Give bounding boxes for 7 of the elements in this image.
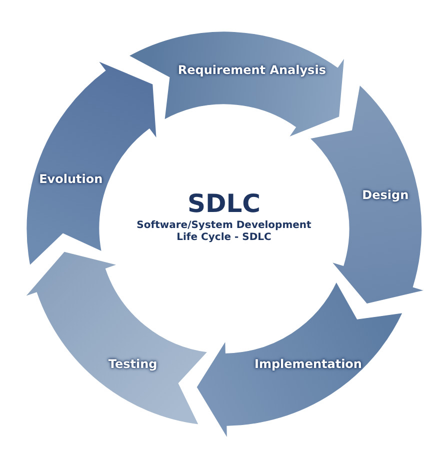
phase-label: Design: [362, 188, 409, 202]
center-label: SDLC: [186, 190, 262, 218]
phase-label: Testing: [108, 356, 158, 372]
phase-label: Requirement Analysis: [178, 63, 326, 78]
subtitle: Software/System Development Life Cycle - SDLC: [136, 220, 312, 244]
phase-label: Implementation: [254, 356, 362, 371]
phase-label: Evolution: [39, 172, 103, 186]
